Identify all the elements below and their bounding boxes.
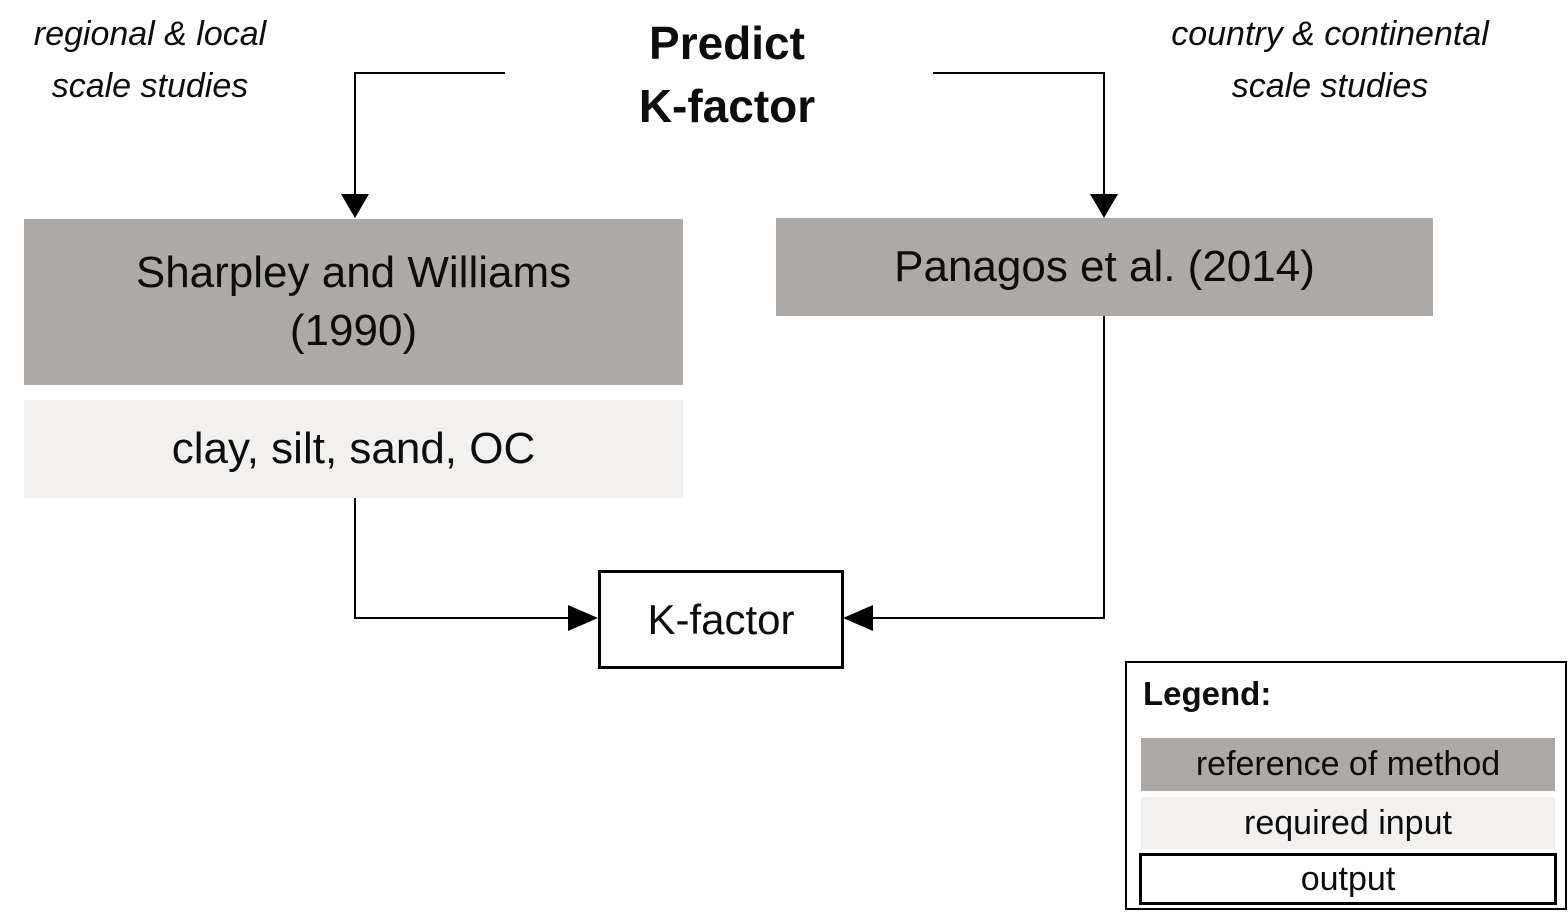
arrow-left-horizontal-line (354, 72, 505, 74)
arrow-left-vertical-line (354, 72, 356, 196)
node-kfactor-label: K-factor (647, 595, 795, 643)
legend-item-reference: reference of method (1141, 738, 1555, 791)
node-sharpley-williams-line2: (1990) (289, 306, 418, 355)
connector-right-vertical-line (1103, 316, 1105, 619)
arrow-down-icon (341, 194, 369, 218)
annotation-country-continental-line1: country & continental (1171, 15, 1489, 53)
arrow-right-icon (568, 605, 598, 631)
legend-box: Legend: reference of method required inp… (1125, 661, 1567, 910)
legend-item-output: output (1139, 853, 1557, 905)
legend-item-input: required input (1141, 797, 1555, 849)
legend-title: Legend: (1143, 675, 1272, 712)
arrow-right-horizontal-line (933, 72, 1105, 74)
connector-right-horizontal-line (873, 617, 1105, 619)
arrow-right-vertical-line (1103, 72, 1105, 196)
annotation-country-continental-line2: scale studies (1231, 67, 1429, 105)
node-required-inputs-label: clay, silt, sand, OC (171, 424, 536, 473)
arrow-left-icon (843, 605, 873, 631)
node-kfactor-output: K-factor (598, 570, 844, 669)
node-panagos-label: Panagos et al. (2014) (894, 242, 1315, 291)
annotation-regional-local: regional & local scale studies (0, 8, 300, 112)
diagram-title-line2: K-factor (638, 80, 816, 132)
diagram-title: Predict K-factor (560, 12, 894, 138)
node-panagos: Panagos et al. (2014) (776, 218, 1433, 316)
node-sharpley-williams: Sharpley and Williams (1990) (24, 219, 683, 385)
annotation-regional-local-line2: scale studies (51, 67, 249, 105)
arrow-down-icon (1090, 194, 1118, 218)
annotation-regional-local-line1: regional & local (33, 15, 267, 53)
connector-left-vertical-line (354, 498, 356, 619)
node-sharpley-williams-line1: Sharpley and Williams (135, 248, 572, 297)
annotation-country-continental: country & continental scale studies (1108, 8, 1552, 112)
connector-left-horizontal-line (354, 617, 570, 619)
node-required-inputs: clay, silt, sand, OC (24, 400, 683, 498)
diagram-title-line1: Predict (649, 17, 805, 69)
